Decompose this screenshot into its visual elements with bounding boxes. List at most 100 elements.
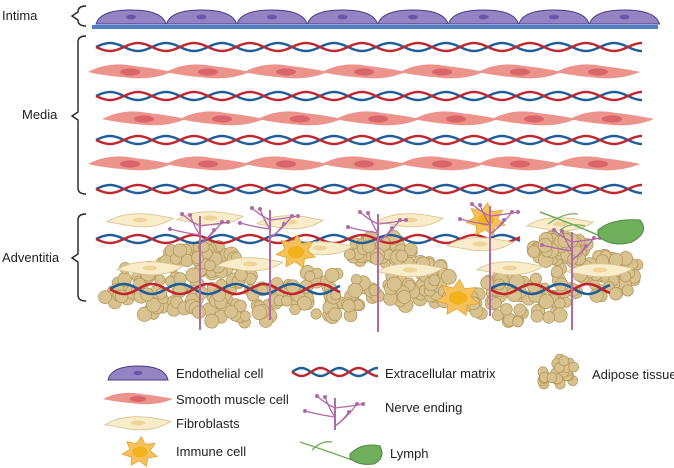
legend-icon-nerve-terminal [355, 402, 359, 406]
layer-brackets [70, 5, 87, 302]
adipocyte [441, 269, 457, 285]
nerve-fiber-terminal [346, 225, 350, 229]
legend-icon-nerve-terminal [303, 409, 307, 413]
endothelial-cell-nucleus [196, 14, 207, 20]
smooth-muscle-cell-nucleus [588, 160, 608, 168]
adipocyte [98, 290, 112, 304]
adipocyte [281, 295, 293, 307]
adipose-layer [98, 229, 644, 329]
nerve-fiber-branch [489, 211, 519, 217]
adipocyte [343, 248, 356, 261]
legend-icon-nerve-branch [334, 403, 364, 409]
nerve-fiber-terminal [560, 229, 564, 233]
ecm-strand-blue [291, 366, 379, 378]
nerve-fiber-branch [571, 237, 595, 261]
intima-label: Intima [2, 8, 38, 23]
nerve-fiber-terminal [180, 212, 184, 216]
ecm-strand-blue [95, 90, 643, 102]
layer-bracket [70, 35, 87, 195]
lymph-branch [547, 213, 586, 231]
smooth-muscle-cell-nucleus [198, 68, 218, 76]
ecm-strand-red [291, 366, 379, 378]
legend-icon-nerve-branch [334, 403, 358, 427]
nerve-fiber-branch [459, 218, 491, 226]
smooth-muscle-layer [88, 64, 654, 171]
nerve-layer [168, 202, 602, 332]
adipocyte [513, 303, 527, 317]
legend-label-immune: Immune cell [176, 444, 247, 459]
nerve-fiber-branch [367, 212, 379, 234]
adipocyte [304, 270, 316, 282]
fibroblast-nucleus [132, 217, 148, 223]
legend-icon-adipocyte [546, 372, 558, 384]
smooth-muscle-cell-nucleus [290, 115, 310, 123]
nerve-fiber-branch [269, 215, 299, 221]
adipocyte [621, 284, 634, 297]
legend-icon-fibroblast-nucleus [130, 420, 146, 426]
nerve-fiber-branch [239, 222, 271, 230]
adipocyte [489, 297, 502, 310]
adipocyte [285, 279, 300, 294]
nerve-fiber-branch [259, 208, 271, 230]
adipocyte [386, 276, 402, 292]
legend-icon-adipocyte [568, 361, 579, 373]
legend-icon-lymph-node [349, 444, 383, 465]
smooth-muscle-cell-nucleus [588, 68, 608, 76]
nerve-fiber-branch [541, 244, 573, 252]
adipocyte [204, 313, 220, 329]
smooth-muscle-cell-nucleus [368, 115, 388, 123]
smooth-muscle-cell-nucleus [134, 115, 154, 123]
nerve-fiber-branch [479, 204, 491, 226]
adventitia-label: Adventitia [2, 250, 60, 265]
adipocyte [328, 307, 343, 322]
nerve-fiber-terminal [290, 214, 294, 218]
endothelial-cell-nucleus [267, 14, 277, 20]
nerve-fiber-branch [377, 219, 401, 243]
smooth-muscle-cell-nucleus [120, 160, 140, 168]
adipocyte [310, 308, 322, 320]
fibroblast-nucleus [502, 265, 518, 271]
smooth-muscle-cell-nucleus [510, 160, 530, 168]
adipocyte [554, 297, 566, 310]
adipocyte [609, 287, 623, 301]
nerve-fiber-branch [489, 211, 513, 235]
nerve-fiber-terminal [510, 210, 514, 214]
nerve-fiber-terminal [516, 210, 520, 214]
legend-icon-nerve-terminal [323, 395, 327, 399]
adipocyte [500, 303, 513, 316]
nerve-fiber-branch [269, 215, 293, 239]
adipocyte [491, 309, 504, 322]
legend-icon-nerve-branch [324, 396, 336, 418]
smooth-muscle-cell-nucleus [432, 160, 452, 168]
nerve-fiber-terminal [478, 203, 482, 207]
adipocyte [239, 310, 251, 322]
nerve-fiber-terminal [398, 218, 402, 222]
ecm-strand-blue [95, 41, 643, 53]
nerve-fiber-terminal [458, 217, 462, 221]
adipocyte [550, 265, 564, 278]
adipocyte [530, 309, 544, 323]
adipocyte [145, 297, 161, 313]
smooth-muscle-cell-nucleus [276, 68, 296, 76]
fibroblast-layer [105, 211, 635, 278]
adipocyte [136, 306, 152, 322]
adipocyte [512, 315, 524, 328]
ecm-strand-red [95, 134, 643, 146]
smooth-muscle-cell-nucleus [354, 160, 374, 168]
legend-icon-nerve-terminal [315, 394, 319, 398]
adipocyte [297, 295, 312, 311]
smooth-muscle-cell-nucleus [432, 68, 452, 76]
smooth-muscle-cell-nucleus [354, 68, 374, 76]
adipocyte [172, 243, 187, 258]
nerve-fiber-terminal [250, 206, 254, 210]
nerve-fiber-branch [199, 221, 229, 227]
legend-icon-nerve-branch [304, 410, 336, 418]
nerve-fiber-terminal [226, 220, 230, 224]
lymph-node [597, 219, 645, 245]
legend-label-lymph: Lymph [390, 446, 429, 461]
immune-cell-layer [275, 202, 507, 317]
adipocyte [428, 274, 441, 287]
nerve-fiber-branch [571, 237, 601, 243]
legend-label-adipose: Adipose tissue [592, 367, 674, 382]
smooth-muscle-cell-nucleus [510, 68, 530, 76]
